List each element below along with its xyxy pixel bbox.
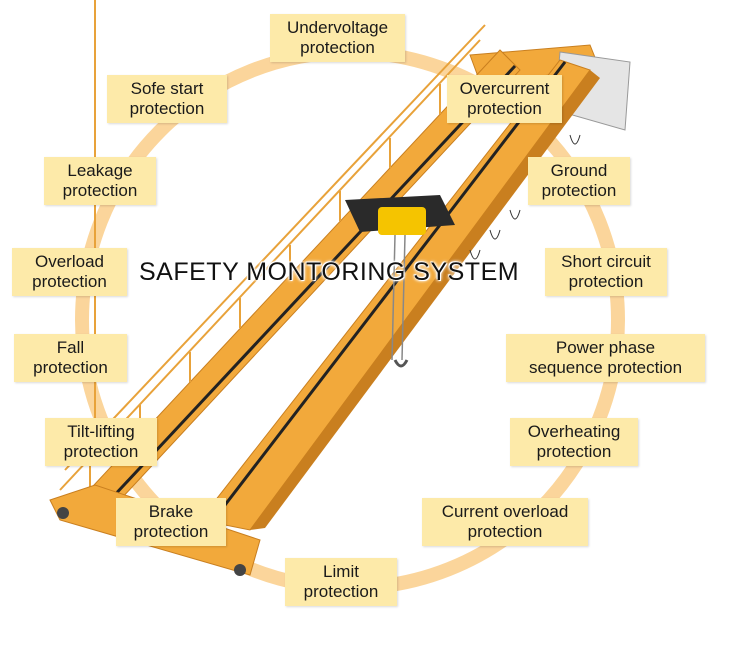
label-line: Overheating bbox=[527, 422, 621, 441]
label-line: Brake bbox=[148, 502, 194, 521]
left-rail bbox=[108, 64, 517, 502]
label-line: protection bbox=[62, 181, 138, 200]
right-girder-side bbox=[250, 70, 600, 530]
label-line: Tilt-lifting bbox=[67, 422, 135, 441]
label-line: protection bbox=[541, 181, 617, 200]
wheel-1 bbox=[57, 507, 69, 519]
diagram-title: SAFETY MONTORING SYSTEM bbox=[139, 258, 520, 286]
right-rail bbox=[213, 61, 567, 519]
label-line: Fall bbox=[56, 338, 85, 357]
label-line: protection bbox=[303, 582, 379, 601]
label-line: Power phase bbox=[555, 338, 656, 357]
label-line: Sofe start bbox=[130, 79, 204, 98]
label-line: Ground bbox=[550, 161, 608, 180]
label-line: protection bbox=[32, 272, 107, 291]
label-line: Current overload bbox=[441, 502, 569, 521]
trolley-hoist bbox=[345, 195, 455, 368]
label-line: protection bbox=[33, 358, 108, 377]
label-line: protection bbox=[536, 442, 612, 461]
label-line: protection bbox=[133, 522, 209, 541]
label-line: Leakage bbox=[67, 161, 133, 180]
label-line: Overcurrent bbox=[459, 79, 550, 98]
label-line: protection bbox=[300, 38, 375, 57]
label-line: Limit bbox=[323, 562, 359, 581]
wheel-2 bbox=[234, 564, 246, 576]
label-line: Short circuit bbox=[561, 252, 651, 271]
label-line: protection bbox=[467, 522, 543, 541]
label-line: protection bbox=[568, 272, 644, 291]
label-line: sequence protection bbox=[528, 358, 683, 377]
label-line: protection bbox=[467, 99, 542, 118]
label-line: protection bbox=[63, 442, 139, 461]
label-line: Undervoltage bbox=[286, 18, 389, 37]
label-line: protection bbox=[129, 99, 205, 118]
label-line: Overload bbox=[35, 252, 104, 271]
